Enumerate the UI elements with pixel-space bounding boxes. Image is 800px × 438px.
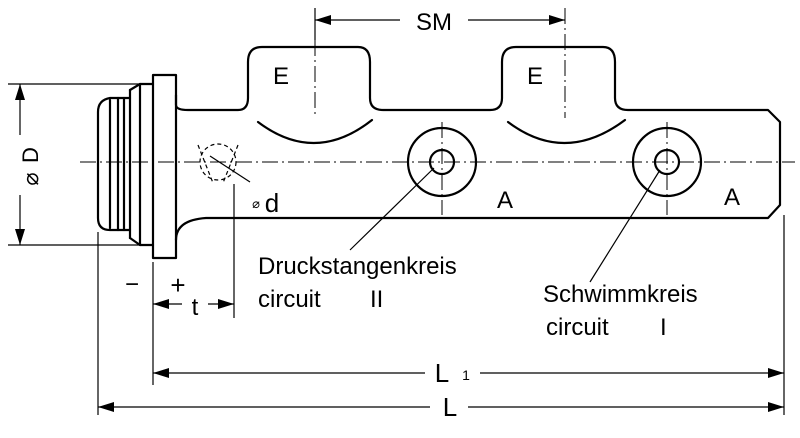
bore-diameter-letter: d [265, 188, 279, 218]
diameter-d-symbol: ⌀ [18, 172, 43, 185]
diameter-d-label: ⌀ D [18, 147, 43, 186]
t-dimension [152, 184, 235, 318]
reservoir-arc-right [506, 118, 627, 145]
reservoir-label-left: E [273, 63, 289, 90]
outlet-label-right: A [724, 184, 740, 211]
minus-sign: − [125, 271, 139, 298]
leader-circuit-ii [349, 167, 435, 251]
circuit-i-name: Schwimmkreis [543, 281, 698, 308]
l1-label-main: L [435, 358, 449, 388]
sm-dimension [314, 8, 565, 40]
t-label: t [192, 294, 199, 321]
bore-diameter-symbol: ⌀ [252, 196, 260, 211]
cylinder-body [174, 45, 782, 242]
l1-label-sub: 1 [462, 367, 470, 383]
circuit-ii-name: Druckstangenkreis [258, 253, 457, 280]
circuit-i-word: circuit [546, 314, 609, 341]
rear-boss [96, 96, 132, 232]
plus-sign: + [170, 270, 185, 300]
l-label: L [443, 392, 457, 422]
diameter-d-letter: D [18, 147, 43, 163]
reservoir-label-right: E [527, 63, 543, 90]
outlet-label-left: A [497, 187, 513, 214]
l1-dimension [152, 215, 785, 415]
diameter-d-dimension [8, 83, 150, 246]
flange [128, 73, 178, 260]
leader-circuit-i [589, 169, 661, 283]
l-dimension [97, 232, 784, 415]
circuit-ii-word: circuit [258, 286, 321, 313]
sm-label: SM [416, 9, 452, 36]
circuit-i-number: I [660, 314, 667, 341]
reservoir-arc-left [256, 118, 374, 145]
bore-detail [197, 143, 251, 184]
circuit-ii-number: II [370, 286, 383, 313]
